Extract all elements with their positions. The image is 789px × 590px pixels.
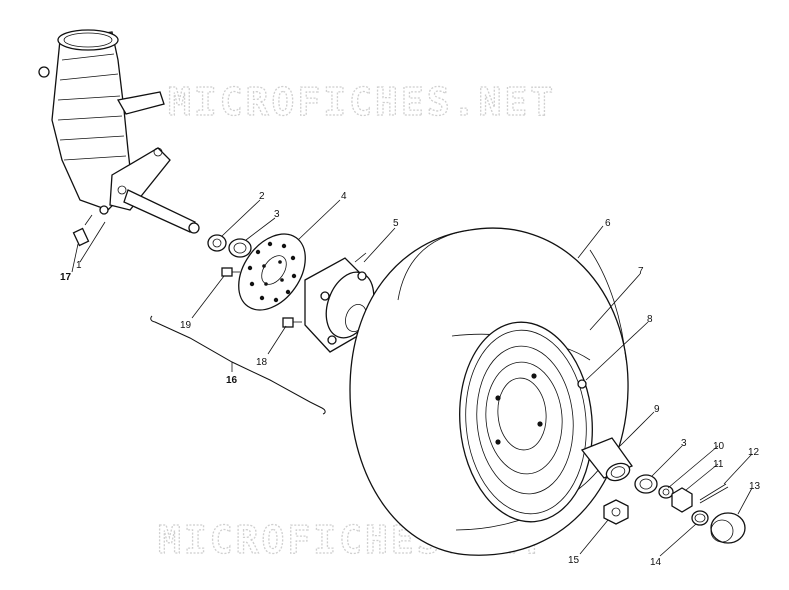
callout-15: 15 bbox=[568, 555, 580, 566]
callout-16: 16 bbox=[226, 375, 238, 386]
wheel-rim bbox=[459, 321, 593, 523]
valve-stem bbox=[577, 379, 587, 389]
cotter-pin bbox=[699, 483, 729, 504]
callout-3-inner: 3 bbox=[274, 209, 280, 220]
bearing-inner bbox=[228, 238, 252, 258]
leader-lines bbox=[71, 199, 753, 557]
disc-bolt bbox=[221, 267, 240, 277]
seal bbox=[207, 234, 227, 252]
spindle-knuckle bbox=[38, 29, 200, 234]
castle-nut bbox=[671, 487, 693, 513]
lug-nut bbox=[603, 499, 629, 525]
callout-8: 8 bbox=[647, 314, 653, 325]
callout-6: 6 bbox=[605, 218, 611, 229]
callout-18: 18 bbox=[256, 357, 268, 368]
callout-3-outer: 3 bbox=[681, 438, 687, 449]
callout-7: 7 bbox=[638, 266, 644, 277]
watermark-top: MICROFICHES.NET bbox=[168, 80, 556, 124]
callout-19: 19 bbox=[180, 320, 192, 331]
spacer-tube bbox=[580, 437, 633, 482]
callout-4: 4 bbox=[341, 191, 347, 202]
dust-cap bbox=[710, 512, 746, 544]
hub-bolt bbox=[282, 317, 302, 328]
callout-11: 11 bbox=[713, 459, 724, 470]
callout-10: 10 bbox=[713, 441, 725, 452]
callout-13: 13 bbox=[749, 481, 761, 492]
callout-5: 5 bbox=[393, 218, 399, 229]
bearing-outer bbox=[634, 474, 658, 494]
o-ring bbox=[691, 510, 709, 526]
callout-17: 17 bbox=[60, 272, 72, 283]
grease-fitting bbox=[72, 214, 93, 247]
callout-9: 9 bbox=[654, 404, 660, 415]
callout-12: 12 bbox=[748, 447, 760, 458]
callout-1: 1 bbox=[76, 260, 82, 271]
brake-disc bbox=[238, 233, 306, 311]
callout-14: 14 bbox=[650, 557, 662, 568]
washer bbox=[658, 485, 674, 499]
callout-2: 2 bbox=[259, 191, 265, 202]
brake-line bbox=[150, 315, 326, 415]
